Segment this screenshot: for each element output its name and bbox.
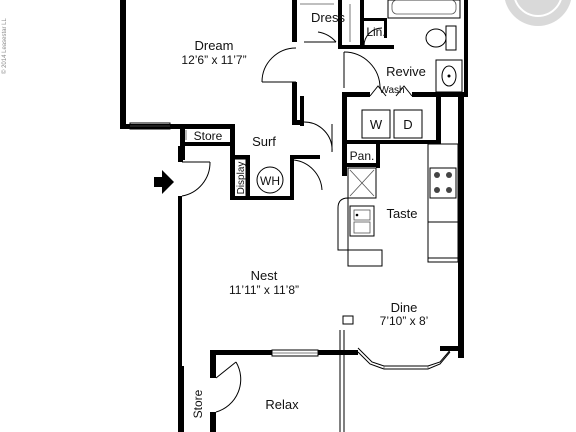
room-dine-dims: 7’10” x 8’ (380, 314, 429, 328)
room-relax-label: Relax (265, 397, 299, 412)
room-dress-label: Dress (311, 10, 345, 25)
entry-arrow-icon (154, 170, 174, 194)
watermark-logo (504, 0, 572, 26)
windows (129, 122, 453, 370)
room-taste-label: Taste (386, 206, 417, 221)
room-nest-label: Nest (251, 268, 278, 283)
room-pantry-label: Pan. (350, 149, 375, 163)
room-nest-dims: 11’11” x 11’8” (229, 283, 299, 297)
room-linen-label: Lin. (366, 25, 385, 39)
copyright-text: © 2014 Leasestar LL (1, 18, 8, 74)
dryer-label: D (403, 117, 412, 132)
room-dine-label: Dine (391, 300, 418, 315)
room-wash-label: Wash (379, 85, 404, 96)
room-store-bottom-label: Store (191, 389, 205, 418)
room-dream-dims: 12’6” x 11’7” (181, 53, 246, 67)
doors (181, 27, 413, 432)
fixtures (185, 0, 463, 267)
room-surf-label: Surf (252, 134, 276, 149)
water-heater-label: WH (260, 174, 280, 188)
washer-label: W (370, 117, 383, 132)
room-store-top-label: Store (194, 129, 223, 143)
walls (120, 0, 468, 432)
display-label: Display (236, 162, 247, 195)
room-revive-label: Revive (386, 64, 426, 79)
room-dream-label: Dream (194, 38, 233, 53)
